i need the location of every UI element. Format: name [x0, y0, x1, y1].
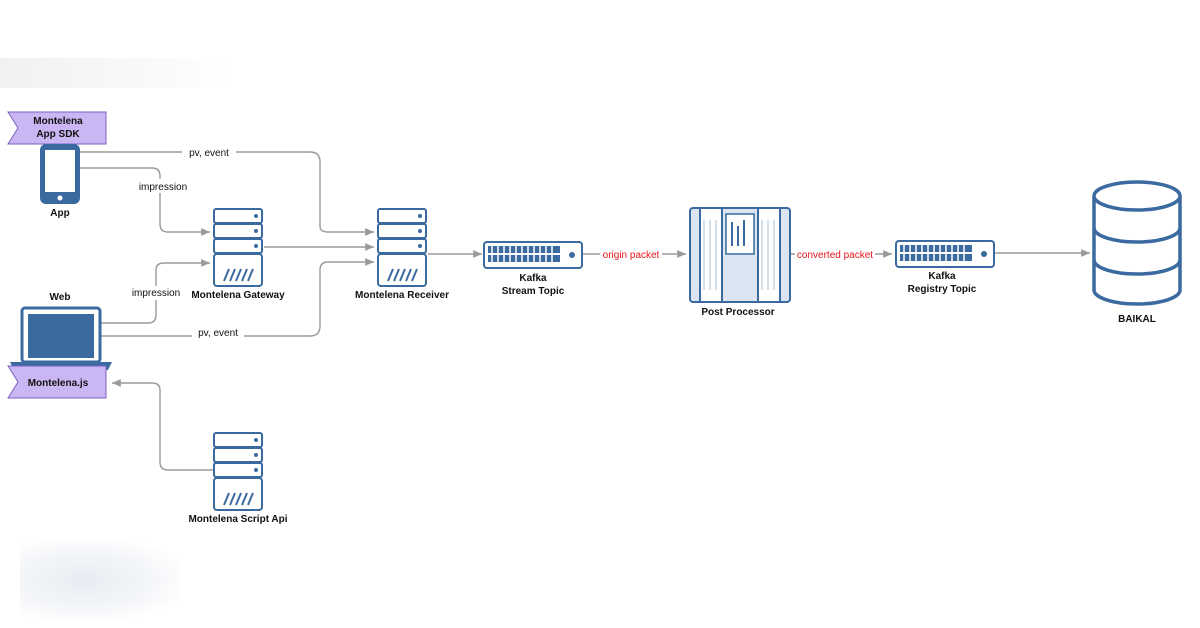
- label-origin-packet: origin packet: [603, 250, 660, 261]
- post-processor-mainframe-icon: [689, 207, 791, 303]
- receiver-server-icon: [377, 208, 427, 287]
- kafka-registry-switch-icon: [895, 240, 995, 268]
- montelena-js-flag-label: Montelena.js: [28, 378, 89, 389]
- kafka-registry-label-line2: Registry Topic: [908, 284, 977, 295]
- connectors: [80, 151, 1090, 471]
- kafka-stream-label-line1: Kafka: [519, 273, 547, 284]
- label-app-impression: impression: [139, 182, 187, 193]
- script-api-label: Montelena Script Api: [188, 514, 287, 525]
- gateway-server-icon: [213, 208, 263, 287]
- phone-icon: [40, 144, 80, 204]
- montelena-js-flag: Montelena.js: [7, 365, 107, 399]
- blurred-artifact-top: [0, 58, 230, 88]
- web-label: Web: [50, 292, 71, 303]
- edge-app-impression: [80, 167, 210, 236]
- laptop-icon: [10, 306, 112, 370]
- edge-scriptapi-js: [112, 379, 214, 471]
- gateway-label: Montelena Gateway: [191, 290, 285, 301]
- kafka-stream-label-line2: Stream Topic: [502, 286, 565, 297]
- app-sdk-flag-line2: App SDK: [36, 129, 80, 140]
- post-processor-label: Post Processor: [701, 307, 774, 318]
- kafka-stream-switch-icon: [483, 241, 583, 269]
- app-label: App: [50, 208, 69, 219]
- app-sdk-flag-line1: Montelena: [33, 116, 83, 127]
- label-web-impression: impression: [132, 288, 180, 299]
- receiver-label: Montelena Receiver: [355, 290, 449, 301]
- baikal-label: BAIKAL: [1118, 314, 1156, 325]
- edge-app-pv-event: [80, 151, 374, 236]
- label-converted-packet: converted packet: [797, 250, 873, 261]
- app-sdk-flag: Montelena App SDK: [7, 111, 107, 145]
- edge-web-pv-event: [100, 258, 374, 337]
- label-app-pv-event: pv, event: [189, 148, 229, 159]
- baikal-database-icon: [1092, 180, 1182, 306]
- label-web-pv-event: pv, event: [198, 328, 238, 339]
- script-api-server-icon: [213, 432, 263, 511]
- blurred-artifact-bottom: [20, 540, 180, 620]
- kafka-registry-label-line1: Kafka: [928, 271, 956, 282]
